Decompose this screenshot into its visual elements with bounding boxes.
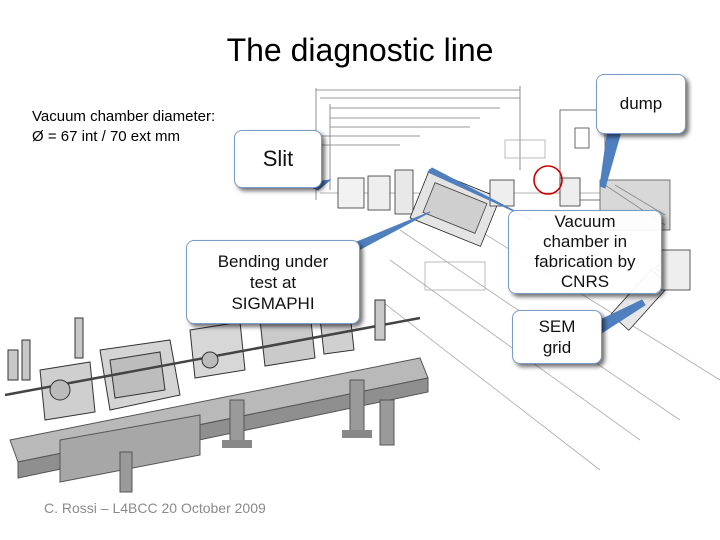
slit-label: Slit xyxy=(262,146,294,171)
beamline-3d-model xyxy=(4,299,429,493)
sem-grid-callout: SEM grid xyxy=(512,310,602,364)
vacuum-chamber-callout: Vacuum chamber in fabrication by CNRS xyxy=(508,210,662,294)
dump-pointer xyxy=(599,127,623,189)
bending-callout: Bending under test at SIGMAPHI xyxy=(186,240,360,324)
vacuum-line-4: CNRS xyxy=(560,272,610,291)
diameter-value: Ø = 67 int / 70 ext mm xyxy=(32,128,180,145)
chamber-diameter-info: Vacuum chamber diameter: Ø = 67 int / 70… xyxy=(32,107,215,147)
dump-callout: dump xyxy=(596,74,686,134)
vacuum-line-3: fabrication by xyxy=(534,252,636,271)
slit-callout: Slit xyxy=(234,130,322,188)
dump-label: dump xyxy=(619,94,663,113)
slide-title: The diagnostic line xyxy=(226,32,494,68)
vacuum-line-2: chamber in xyxy=(542,232,628,251)
bending-line-1: Bending under xyxy=(217,251,329,271)
bending-line-2: test at xyxy=(249,272,297,292)
sem-line-2: grid xyxy=(542,338,572,357)
diameter-label: Vacuum chamber diameter: xyxy=(32,108,216,125)
bending-line-3: SIGMAPHI xyxy=(231,293,315,313)
slide-footer: C. Rossi – L4BCC 20 October 2009 xyxy=(44,500,266,516)
sem-line-1: SEM xyxy=(538,317,576,336)
vacuum-line-1: Vacuum xyxy=(554,212,616,231)
